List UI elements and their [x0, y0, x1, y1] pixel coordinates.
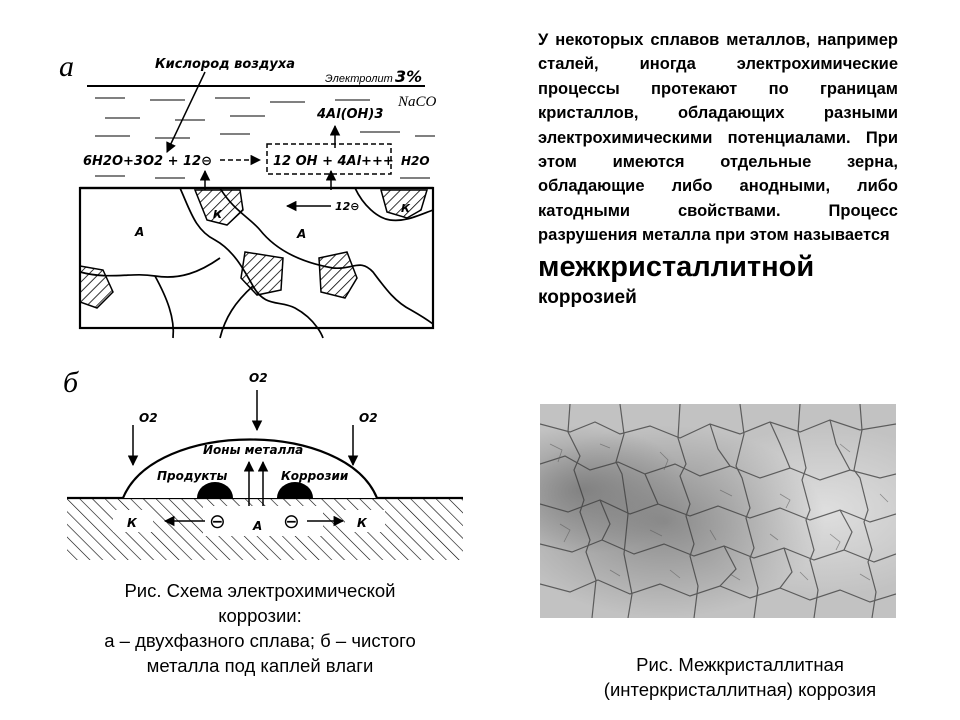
product-label: 4Al(OH)3: [316, 107, 383, 122]
ions-label: Ионы металла: [203, 443, 303, 457]
cathode-marker-1: К: [213, 208, 223, 221]
water-label: H2O: [401, 154, 430, 168]
corrosion-label: Коррозии: [281, 469, 349, 483]
caption-left-line3: а – двухфазного сплава; б – чистого: [40, 628, 480, 653]
anode-reaction: 12 OH + 4Al+++: [273, 154, 394, 169]
cathode-marker-2: К: [401, 202, 411, 215]
electron-left: ⊖: [209, 511, 226, 533]
caption-left-line2: коррозии:: [40, 603, 480, 628]
diagram-a-letter: а: [59, 50, 74, 83]
anode-marker-1: А: [134, 225, 144, 239]
electron-label: 12⊖: [335, 200, 360, 213]
o2-label-top: O2: [249, 371, 268, 385]
caption-left-line4: металла под каплей влаги: [40, 653, 480, 678]
caption-right-line1: Рис. Межкристаллитная: [540, 652, 940, 677]
cathode-reaction: 6H2O+3O2 + 12⊖: [83, 154, 212, 169]
electron-right: ⊖: [283, 511, 300, 533]
cathode-grain-4: [319, 252, 357, 298]
anode-marker-2: А: [296, 227, 306, 241]
cathode-marker-b-right: К: [357, 516, 368, 530]
o2-label-right: O2: [359, 411, 378, 425]
o2-label-left: O2: [139, 411, 158, 425]
caption-left-line1: Рис. Схема электрохимической: [40, 578, 480, 603]
electrolyte-label: Электролит: [325, 73, 393, 85]
ending-text: коррозией: [538, 287, 637, 308]
emphasis-text: межкристаллитной: [538, 251, 814, 283]
products-label: Продукты: [157, 469, 227, 483]
cathode-grain-5: [80, 266, 113, 308]
cathode-marker-b-left: К: [127, 516, 138, 530]
body-text: У некоторых сплавов металлов, например с…: [538, 28, 898, 310]
anode-marker-b: А: [252, 519, 262, 533]
micrograph-image: [540, 404, 896, 618]
cathode-grain-3: [241, 252, 283, 295]
caption-left: Рис. Схема электрохимической коррозии: а…: [40, 578, 480, 678]
electrolyte-compound: NaCO: [397, 94, 437, 110]
caption-right-line2: (интеркристаллитная) коррозия: [540, 677, 940, 702]
micrograph-texture: [540, 404, 896, 618]
caption-right: Рис. Межкристаллитная (интеркристаллитна…: [540, 652, 940, 702]
diagram-b: б O2 O2 O2 Ионы металла Продукты Коррози…: [55, 360, 485, 560]
diagram-a: а Кислород воздуха Электролит 3% NaCO 4A…: [55, 40, 485, 340]
oxygen-label: Кислород воздуха: [155, 57, 295, 72]
electrolyte-percent: 3%: [395, 67, 422, 86]
oxygen-arrow: [167, 72, 205, 152]
diagram-b-letter: б: [63, 366, 79, 399]
intro-text: У некоторых сплавов металлов, например с…: [538, 31, 898, 244]
